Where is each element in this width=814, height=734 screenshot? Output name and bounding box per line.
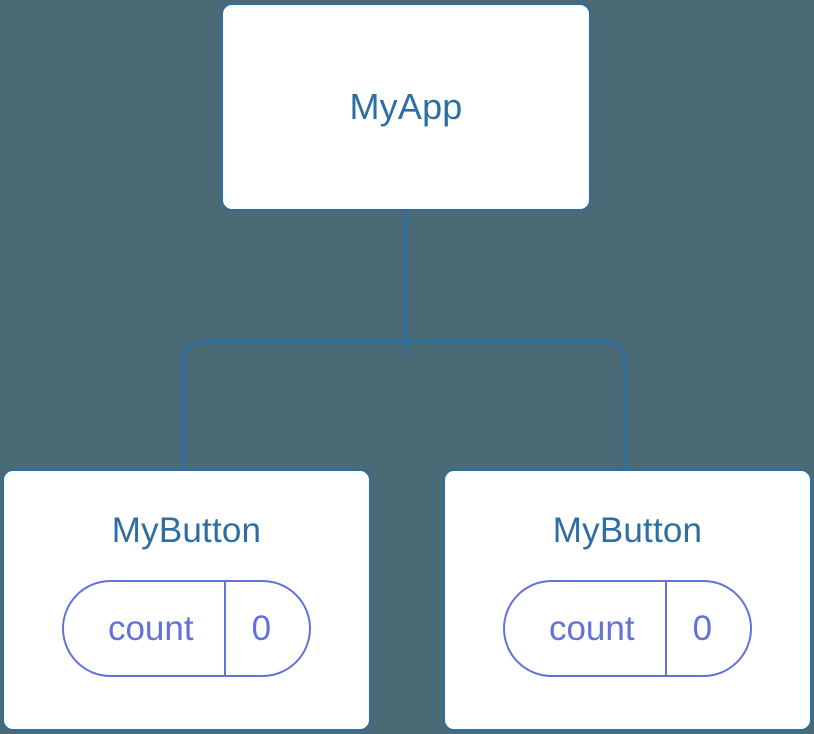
prop-value: 0 [664, 582, 750, 675]
node-title: MyApp [349, 86, 463, 127]
prop-key: count [107, 609, 194, 648]
tree-node-mybutton-1[interactable]: MyButton count 0 [2, 469, 371, 731]
prop-pill[interactable]: count 0 [61, 580, 312, 677]
prop-value: 0 [223, 582, 309, 675]
prop-key: count [548, 609, 635, 648]
tree-node-myapp[interactable]: MyApp [221, 3, 591, 211]
node-title: MyButton [552, 511, 703, 550]
node-title: MyButton [111, 511, 262, 550]
edge-root-to-children [182, 208, 627, 469]
prop-pill[interactable]: count 0 [502, 580, 753, 677]
tree-node-mybutton-2[interactable]: MyButton count 0 [443, 469, 812, 731]
